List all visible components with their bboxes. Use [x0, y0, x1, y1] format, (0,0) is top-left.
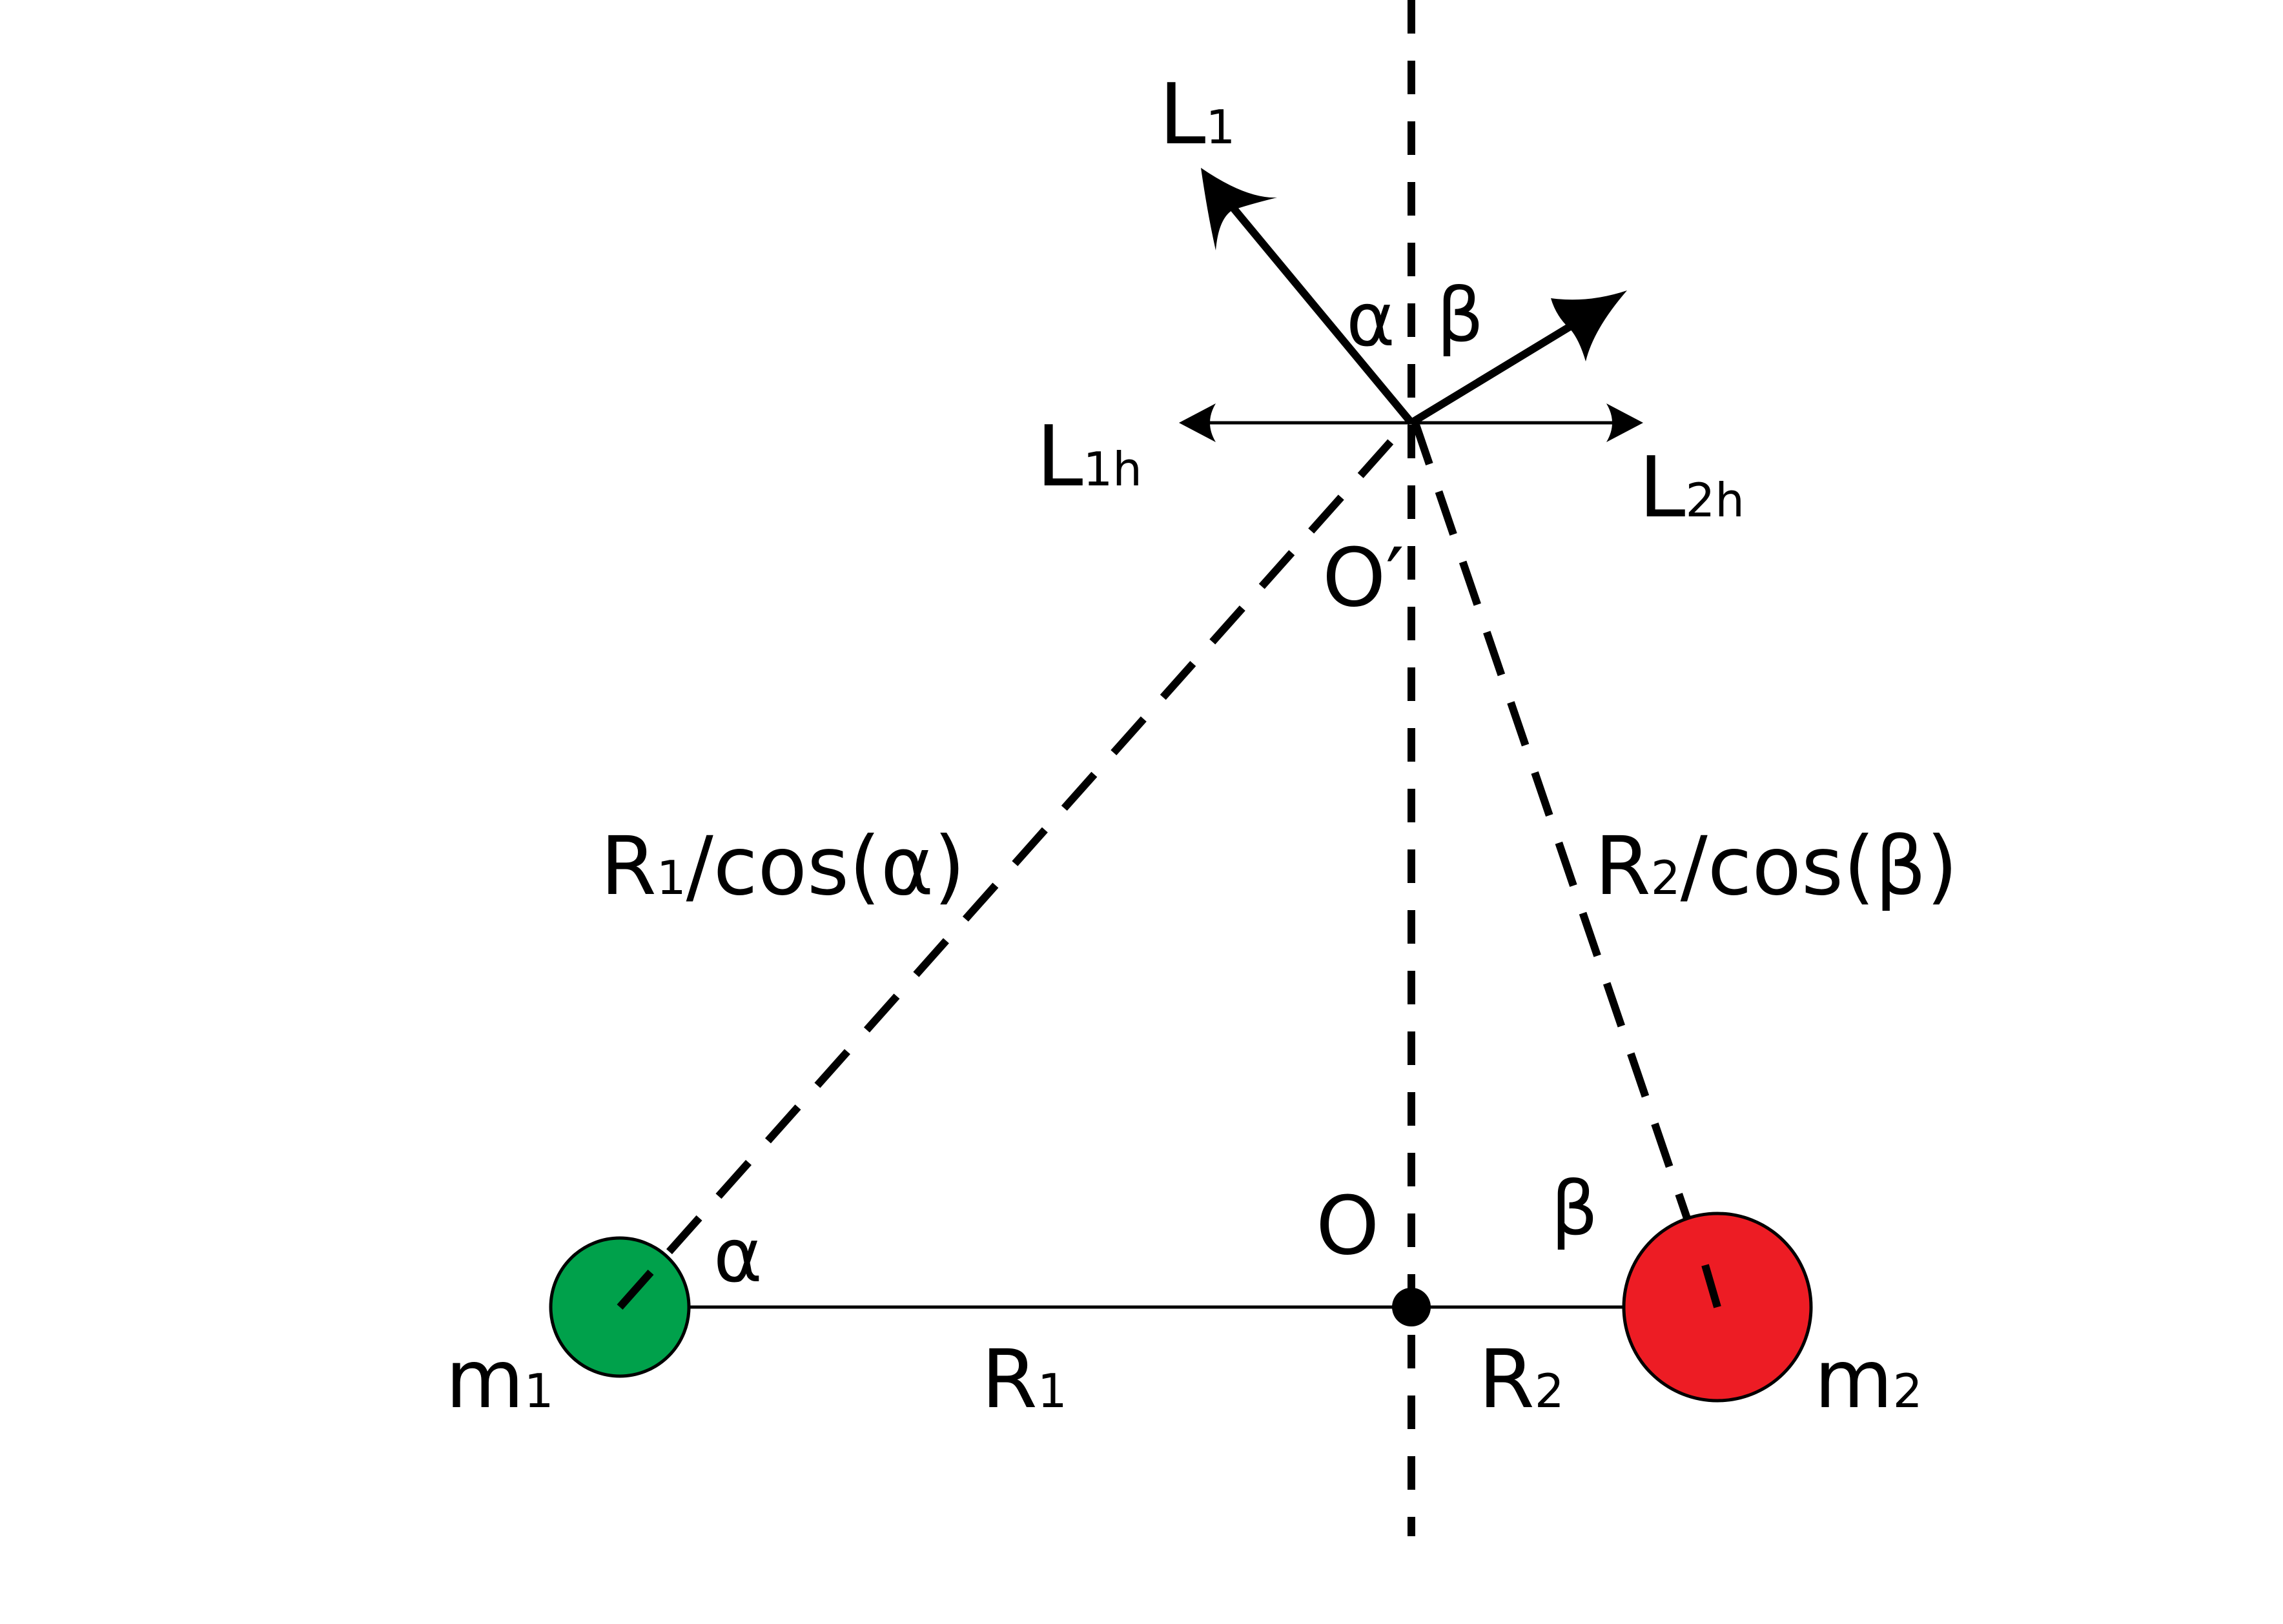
dashed-line-r2-cos-beta [1411, 421, 1721, 1308]
label-o-prime: O′ [1322, 531, 1404, 625]
label-r2: R2 [1479, 1333, 1564, 1426]
label-l1: L1 [1159, 65, 1235, 163]
pivot-o-dot [1392, 1288, 1431, 1326]
label-l1h: L1h [1036, 407, 1142, 505]
l2-vector-line [1409, 316, 1583, 427]
label-alpha-top: α [1346, 277, 1395, 363]
label-m1: m1 [445, 1333, 554, 1426]
label-m2: m2 [1814, 1333, 1923, 1426]
label-o: O [1316, 1179, 1379, 1273]
dash-on-m2 [1701, 1264, 1721, 1308]
l2-arrowhead [1551, 290, 1627, 361]
label-beta-bottom: β [1551, 1166, 1598, 1252]
l1h-arrowhead [1179, 403, 1216, 442]
label-beta-top: β [1437, 272, 1484, 359]
l2h-arrowhead [1606, 403, 1643, 442]
l1-arrowhead [1201, 168, 1277, 250]
l1-vector-line [1223, 198, 1415, 425]
dash-on-m1 [617, 1270, 654, 1310]
label-l2h: L2h [1639, 438, 1745, 536]
label-r1-cos-alpha: R1/cos(α) [600, 820, 965, 913]
label-alpha-bottom: α [713, 1213, 763, 1299]
label-r2-cos-beta: R2/cos(β) [1595, 820, 1958, 913]
label-r1: R1 [981, 1333, 1067, 1426]
dashed-line-r1-cos-alpha [617, 420, 1411, 1310]
